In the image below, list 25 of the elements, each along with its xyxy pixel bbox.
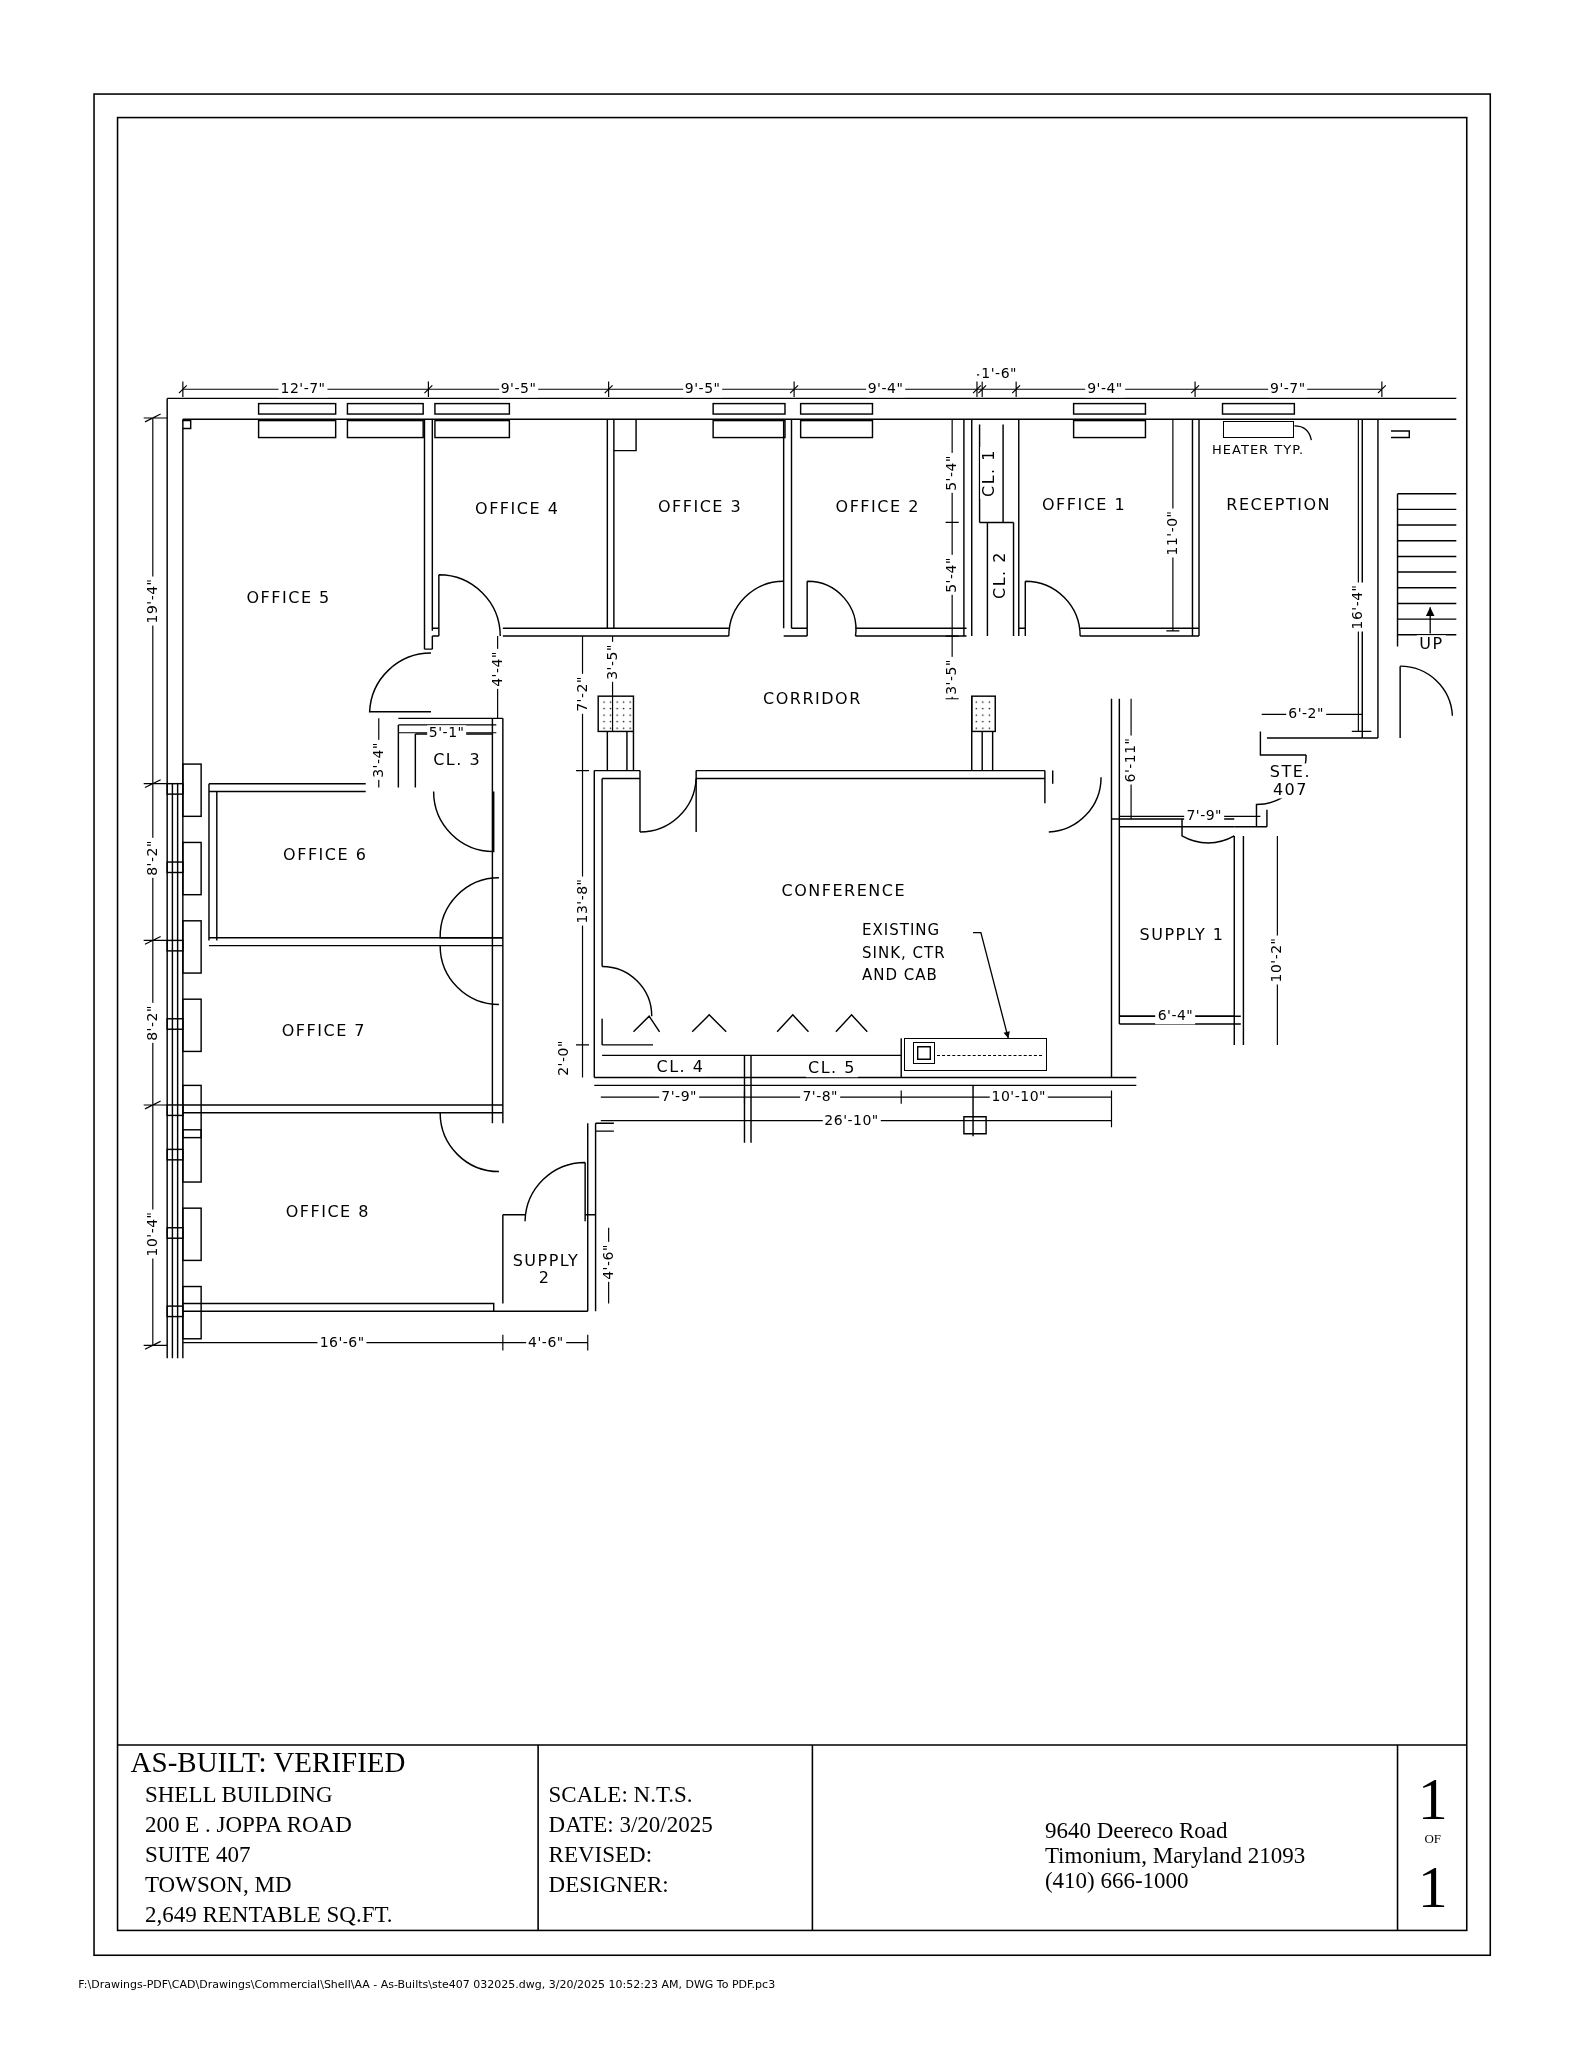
title-block-text: DATE: 3/20/2025 [548, 1812, 713, 1838]
title-block-text: SCALE: N.T.S. [548, 1781, 693, 1808]
room-label: CL. 5 [806, 1059, 858, 1078]
title-block-text: REVISED: [548, 1842, 653, 1868]
leader-line [972, 931, 1010, 1040]
title-block-text: SUITE 407 [144, 1842, 251, 1868]
title-block-text: 9640 Deereco Road [1044, 1818, 1228, 1844]
title-block-text: DESIGNER: [548, 1872, 669, 1898]
sheet-title: AS-BUILT: VERIFIED [130, 1747, 406, 1780]
note-text: EXISTING SINK, CTR AND CAB [862, 919, 974, 993]
leader-line [1293, 425, 1312, 441]
sink-counter [903, 1038, 1048, 1071]
sheet-number-of: OF [1424, 1831, 1442, 1847]
sheet-number: 1 [1417, 1857, 1448, 1918]
title-block-text: SHELL BUILDING [144, 1781, 333, 1808]
title-block-text: TOWSON, MD [144, 1872, 292, 1898]
dimension-label: 6'-4" [1155, 1008, 1196, 1024]
title-block-text: (410) 666-1000 [1044, 1868, 1189, 1894]
title-block-text: 2,649 RENTABLE SQ.FT. [144, 1902, 393, 1928]
title-block-text: 200 E . JOPPA ROAD [144, 1812, 352, 1838]
title-block-text: Timonium, Maryland 21093 [1044, 1843, 1306, 1869]
file-path-note: F:\Drawings-PDF\CAD\Drawings\Commercial\Shell\AA - As-Builts\ste407 032025.dwg, 3/20/2025 10:52:23 AM, DWG To PDF.pc3 [78, 1979, 776, 1992]
note-text: HEATER TYP. [1212, 440, 1330, 458]
heater [1222, 420, 1295, 438]
sheet-number: 1 [1417, 1768, 1448, 1829]
